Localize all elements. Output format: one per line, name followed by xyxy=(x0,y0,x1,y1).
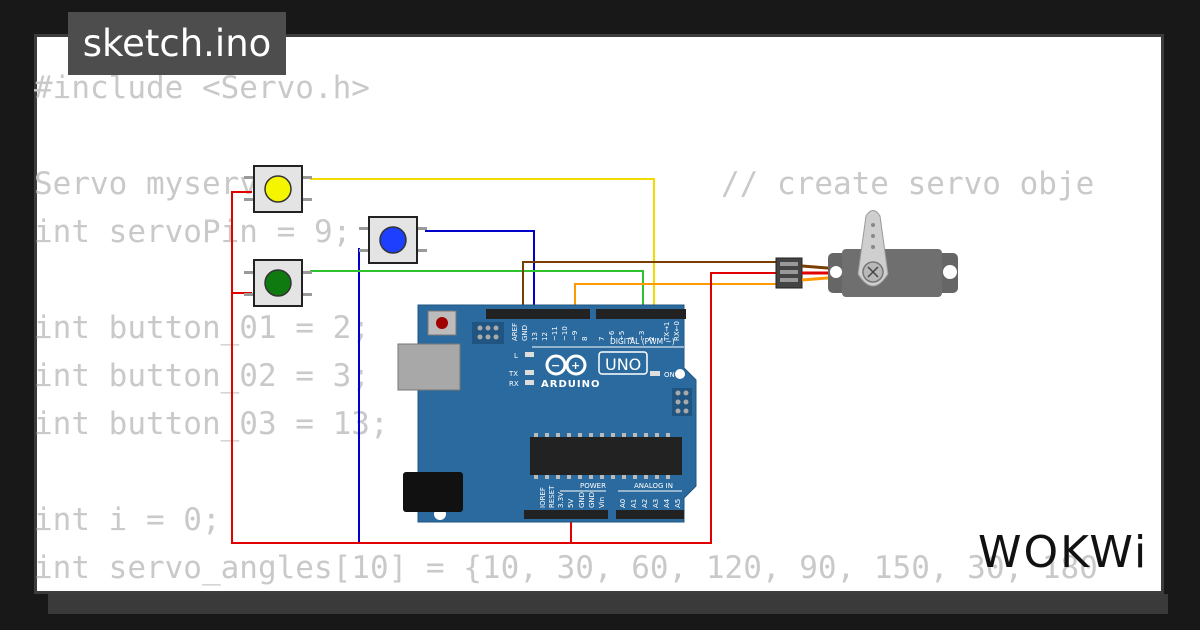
code-preview: #include <Servo.h>Servo myservo;// creat… xyxy=(34,64,1098,592)
pin-a1: A1 xyxy=(630,499,638,508)
pin-tx1: TX→1 xyxy=(663,322,671,342)
microcontroller-chip xyxy=(530,437,682,475)
wire-green[interactable] xyxy=(310,270,644,313)
arduino-uno-board[interactable]: AREF GND 13 12 ~11 ~10 ~9 8 7 ~6 ~5 4 ~3… xyxy=(397,304,697,523)
pin-a0: A0 xyxy=(619,499,627,508)
board-brand: ARDUINO xyxy=(541,379,600,390)
pin-ioref: IOREF xyxy=(539,487,547,508)
pin-10: ~10 xyxy=(561,326,569,341)
card-shadow xyxy=(48,594,1168,614)
pin-a2: A2 xyxy=(641,499,649,508)
power-header-label: POWER xyxy=(580,482,606,490)
pin-aref: AREF xyxy=(511,323,519,341)
code-line: int button_01 = 2; xyxy=(34,310,370,346)
pushbutton-yellow[interactable] xyxy=(244,165,312,213)
file-tab[interactable]: sketch.ino xyxy=(68,12,286,75)
arduino-logo xyxy=(545,354,587,376)
pin-vin: Vin xyxy=(598,497,606,508)
pin-13: 13 xyxy=(531,332,539,341)
pin-5v: 5V xyxy=(567,499,575,508)
pin-reset: RESET xyxy=(548,485,556,508)
pin-12: 12 xyxy=(541,332,549,341)
svg-text:+: + xyxy=(571,359,580,372)
wires xyxy=(231,178,778,544)
servo-motor[interactable] xyxy=(775,210,958,298)
pushbutton-green[interactable] xyxy=(244,259,312,307)
code-line: int button_02 = 3; xyxy=(34,358,370,394)
pin-gnd2: GND xyxy=(588,492,596,508)
pin-2: 2 xyxy=(648,337,656,341)
pin-3: ~3 xyxy=(638,331,646,341)
pin-gnd: GND xyxy=(521,325,529,341)
code-line: #include <Servo.h> xyxy=(34,70,370,106)
code-line: int servoPin = 9; xyxy=(34,214,352,250)
wire-red-servo[interactable] xyxy=(570,272,778,544)
pin-5: ~5 xyxy=(618,331,626,341)
code-line: int i = 0; xyxy=(34,502,221,538)
usb-connector xyxy=(397,343,461,391)
pin-4: 4 xyxy=(628,336,636,341)
code-line: int button_03 = 13; xyxy=(34,406,389,442)
pin-11: ~11 xyxy=(551,326,559,341)
pin-6: ~6 xyxy=(608,330,616,341)
pin-labels-top: AREF GND 13 12 ~11 ~10 ~9 8 7 ~6 ~5 4 ~3… xyxy=(511,321,681,342)
code-line: int servo_angles[10] = {10, 30, 60, 120,… xyxy=(34,550,1098,586)
power-header xyxy=(524,510,608,519)
led-tx-label: TX xyxy=(508,370,518,378)
led-rx-label: RX xyxy=(509,380,519,388)
pin-a3: A3 xyxy=(652,499,660,508)
pin-a4: A4 xyxy=(663,498,671,508)
digital-header-left xyxy=(486,309,590,319)
code-comment: // create servo obje xyxy=(721,166,1095,202)
board-model: UNO xyxy=(605,355,641,374)
led-l-label: L xyxy=(514,352,518,360)
pin-labels-analog: A0 A1 A2 A3 A4 A5 xyxy=(619,498,682,508)
digital-header-right xyxy=(596,309,686,319)
wire-brown[interactable] xyxy=(522,261,778,313)
wire-red-buttons[interactable] xyxy=(231,191,571,544)
pin-labels-power: IOREF RESET 3.3V 5V GND GND Vin xyxy=(539,485,606,508)
pin-8: 8 xyxy=(581,337,589,341)
svg-text:−: − xyxy=(551,359,560,372)
analog-header xyxy=(616,510,684,519)
analog-header-label: ANALOG IN xyxy=(634,482,673,490)
pin-a5: A5 xyxy=(674,499,682,508)
digital-header-label: DIGITAL (PWM ~) xyxy=(610,337,675,346)
wire-blue[interactable] xyxy=(425,230,535,313)
pushbutton-blue[interactable] xyxy=(359,216,427,264)
wokwi-logo: WOKWi xyxy=(978,527,1149,578)
pin-gnd1: GND xyxy=(578,492,586,508)
pin-7: 7 xyxy=(598,337,606,341)
pin-3v3: 3.3V xyxy=(557,492,565,508)
pin-rx0: RX←0 xyxy=(673,321,681,341)
wire-yellow[interactable] xyxy=(310,178,655,313)
power-jack xyxy=(403,472,463,512)
on-label: ON xyxy=(664,371,675,379)
pin-9: ~9 xyxy=(571,331,579,341)
